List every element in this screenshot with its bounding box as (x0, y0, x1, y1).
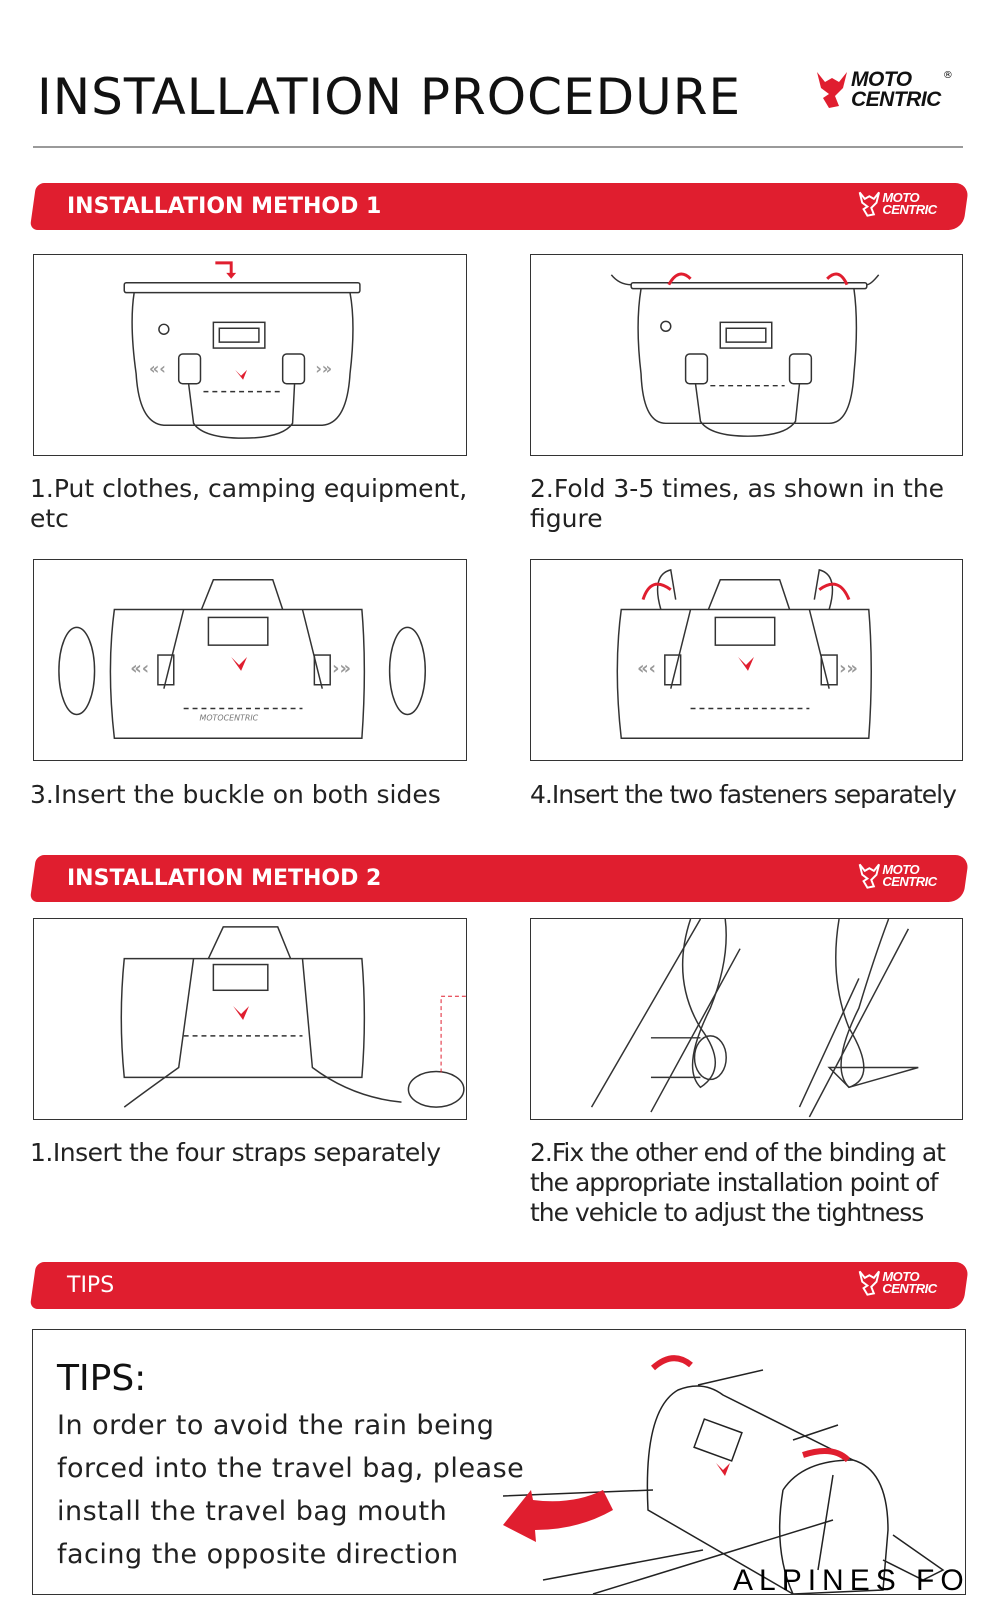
method-2-step-1-illustration (33, 918, 467, 1120)
step-4-illustration: «‹ ›» (530, 559, 963, 761)
svg-text:›»: ›» (839, 658, 858, 679)
step-caption: 3.Insert the buckle on both sides (30, 780, 441, 809)
brand-mark-icon (858, 1270, 880, 1296)
watermark: ALPINES FOX (733, 1564, 965, 1594)
step-caption: 2.Fix the other end of the binding at th… (530, 1138, 946, 1227)
page-title: INSTALLATION PROCEDURE (37, 68, 742, 126)
banner-label: INSTALLATION METHOD 2 (67, 866, 382, 891)
tips-line: install the travel bag mouth (57, 1496, 448, 1527)
step-caption: 4.Insert the two fasteners separately (530, 780, 957, 809)
brand-mark-icon (817, 72, 847, 108)
logo-text-centric: CENTRIC (882, 1281, 937, 1296)
svg-text:›»: ›» (332, 658, 351, 679)
tips-title: TIPS: (57, 1358, 147, 1399)
brand-mark-icon (858, 191, 880, 217)
logo-text-centric: CENTRIC (882, 202, 937, 217)
tips-line: forced into the travel bag, please (57, 1453, 525, 1484)
step-3-illustration: «‹ ›» MOTOCENTRIC (33, 559, 467, 761)
svg-text:«‹: «‹ (149, 359, 166, 378)
svg-text:«‹: «‹ (637, 658, 656, 679)
banner-label: INSTALLATION METHOD 1 (67, 194, 382, 219)
logo-text-moto: MOTO (851, 68, 912, 92)
tips-illustration: ALPINES FOX (503, 1355, 965, 1594)
brand-logo: MOTO CENTRIC ® (815, 68, 953, 111)
banner-label: TIPS (67, 1273, 115, 1298)
svg-text:«‹: «‹ (130, 658, 149, 679)
tips-box: TIPS: In order to avoid the rain being f… (32, 1329, 966, 1595)
step-caption: 1.Insert the four straps separately (30, 1138, 441, 1167)
step-caption: 1.Put clothes, camping equipment, etc (30, 474, 468, 533)
method-2-step-2-illustration (530, 918, 963, 1120)
header-divider (33, 146, 963, 148)
brand-mark-icon (858, 863, 880, 889)
bag-brand-text: MOTOCENTRIC (200, 713, 259, 722)
step-caption: 2.Fold 3-5 times, as shown in the figure (530, 474, 945, 533)
svg-text:›»: ›» (315, 359, 332, 378)
registered-mark: ® (942, 70, 953, 81)
logo-text-centric: CENTRIC (882, 874, 937, 889)
step-2-illustration (530, 254, 963, 456)
tips-line: In order to avoid the rain being (57, 1410, 495, 1441)
tips-line: facing the opposite direction (57, 1539, 459, 1570)
logo-text-centric: CENTRIC (851, 88, 941, 111)
step-1-illustration: «‹ ›» (33, 254, 467, 456)
